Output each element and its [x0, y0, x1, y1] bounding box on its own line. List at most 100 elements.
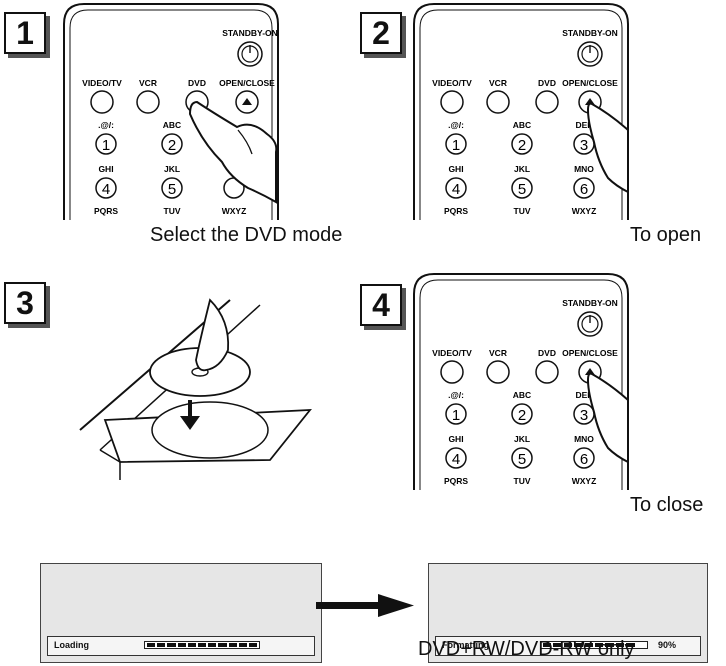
key-6-digit: 6	[580, 181, 588, 198]
hand-icon	[188, 100, 278, 204]
remote-control-1: STANDBY-ON VIDEO/TV VCR DVD OPEN/CLOSE .…	[62, 2, 280, 220]
hand-icon	[195, 298, 230, 372]
key-4[interactable]	[95, 177, 117, 199]
key-2[interactable]	[511, 133, 533, 155]
key-2-digit: 2	[168, 137, 176, 154]
key-4-bottom-label: PQRS	[444, 476, 468, 486]
key-2-letters: ABC	[513, 120, 531, 130]
key-6-digit: 6	[580, 451, 588, 468]
key-5-bottom-label: TUV	[514, 206, 531, 216]
key-4-letters: GHI	[448, 164, 463, 174]
key-1-letters: .@/:	[448, 390, 464, 400]
remote-control-4: STANDBY-ON VIDEO/TV VCR DVD OPEN/CLOSE .…	[412, 272, 630, 490]
key-6[interactable]	[573, 177, 595, 199]
step-number-3: 3	[4, 282, 46, 324]
video-tv-button[interactable]	[90, 90, 114, 114]
loading-status-bar: Loading	[47, 636, 315, 656]
key-1[interactable]	[445, 133, 467, 155]
standby-label: STANDBY-ON	[222, 28, 278, 38]
key-4-letters: GHI	[448, 434, 463, 444]
key-6-bottom-label: WXYZ	[572, 476, 597, 486]
key-5-digit: 5	[518, 181, 526, 198]
step-number-2: 2	[360, 12, 402, 54]
standby-label: STANDBY-ON	[562, 298, 618, 308]
video-tv-label: VIDEO/TV	[432, 78, 472, 88]
key-4[interactable]	[445, 177, 467, 199]
open-close-label: OPEN/CLOSE	[219, 78, 275, 88]
dvd-label: DVD	[538, 78, 556, 88]
key-5-letters: JKL	[514, 434, 530, 444]
key-6-bottom-label: WXYZ	[572, 206, 597, 216]
key-4[interactable]	[445, 447, 467, 469]
key-4-digit: 4	[452, 451, 460, 468]
dvd-label: DVD	[188, 78, 206, 88]
dvd-button[interactable]	[535, 90, 559, 114]
tray-recess	[151, 401, 269, 459]
video-tv-label: VIDEO/TV	[82, 78, 122, 88]
key-1-letters: .@/:	[448, 120, 464, 130]
loading-progress-bar	[144, 641, 260, 649]
key-4-digit: 4	[452, 181, 460, 198]
key-1-letters: .@/:	[98, 120, 114, 130]
key-5-letters: JKL	[164, 164, 180, 174]
footnote-dvd-rw: DVD+RW/DVD-RW only	[418, 638, 635, 660]
key-5[interactable]	[511, 177, 533, 199]
key-5[interactable]	[511, 447, 533, 469]
key-5-letters: JKL	[514, 164, 530, 174]
key-2-letters: ABC	[513, 390, 531, 400]
step-number-4: 4	[360, 284, 402, 326]
key-2-letters: ABC	[163, 120, 181, 130]
video-tv-button[interactable]	[440, 360, 464, 384]
dvd-label: DVD	[538, 348, 556, 358]
key-4-bottom-label: PQRS	[444, 206, 468, 216]
video-tv-button[interactable]	[440, 90, 464, 114]
key-1-digit: 1	[452, 137, 460, 154]
key-1-digit: 1	[452, 407, 460, 424]
down-arrow-icon	[180, 416, 200, 430]
key-2-digit: 2	[518, 407, 526, 424]
key-2[interactable]	[511, 403, 533, 425]
key-5[interactable]	[161, 177, 183, 199]
key-5-bottom-label: TUV	[514, 476, 531, 486]
caption-step-1: Select the DVD mode	[150, 224, 343, 246]
right-arrow-icon	[316, 592, 414, 620]
caption-step-2: To open	[630, 224, 702, 246]
key-3-digit: 3	[580, 137, 588, 154]
key-6-bottom-label: WXYZ	[222, 206, 247, 216]
key-3-letters: DEF	[576, 120, 593, 130]
remote-control-2: STANDBY-ON VIDEO/TV VCR DVD OPEN/CLOSE .…	[412, 2, 630, 220]
key-6[interactable]	[573, 447, 595, 469]
key-6-letters: MNO	[574, 434, 594, 444]
formatting-percent: 90%	[658, 640, 677, 650]
key-3-letters: DEF	[576, 390, 593, 400]
hand-icon	[586, 102, 629, 194]
tv-screen-loading: Loading	[40, 563, 322, 663]
key-1[interactable]	[445, 403, 467, 425]
key-1[interactable]	[95, 133, 117, 155]
formatting-status-bar: Formatting 90%	[435, 636, 701, 656]
vcr-label: VCR	[139, 78, 157, 88]
formatting-progress-bar	[540, 641, 648, 649]
vcr-button[interactable]	[486, 360, 510, 384]
disc-tray-illustration	[60, 280, 350, 480]
open-close-label: OPEN/CLOSE	[562, 348, 618, 358]
key-5-bottom-label: TUV	[164, 206, 181, 216]
key-6-letters: MNO	[574, 164, 594, 174]
key-5-digit: 5	[518, 451, 526, 468]
key-4-digit: 4	[102, 181, 110, 198]
hand-icon	[586, 372, 629, 464]
vcr-label: VCR	[489, 78, 507, 88]
key-2-digit: 2	[518, 137, 526, 154]
vcr-button[interactable]	[136, 90, 160, 114]
loading-label: Loading	[54, 640, 89, 650]
formatting-label: Formatting	[442, 640, 489, 650]
tv-screen-formatting: Formatting 90%	[428, 563, 708, 663]
key-5-digit: 5	[168, 181, 176, 198]
eject-icon	[242, 98, 252, 105]
key-1-digit: 1	[102, 137, 110, 154]
standby-label: STANDBY-ON	[562, 28, 618, 38]
dvd-button[interactable]	[535, 360, 559, 384]
vcr-button[interactable]	[486, 90, 510, 114]
key-2[interactable]	[161, 133, 183, 155]
key-3-digit: 3	[580, 407, 588, 424]
